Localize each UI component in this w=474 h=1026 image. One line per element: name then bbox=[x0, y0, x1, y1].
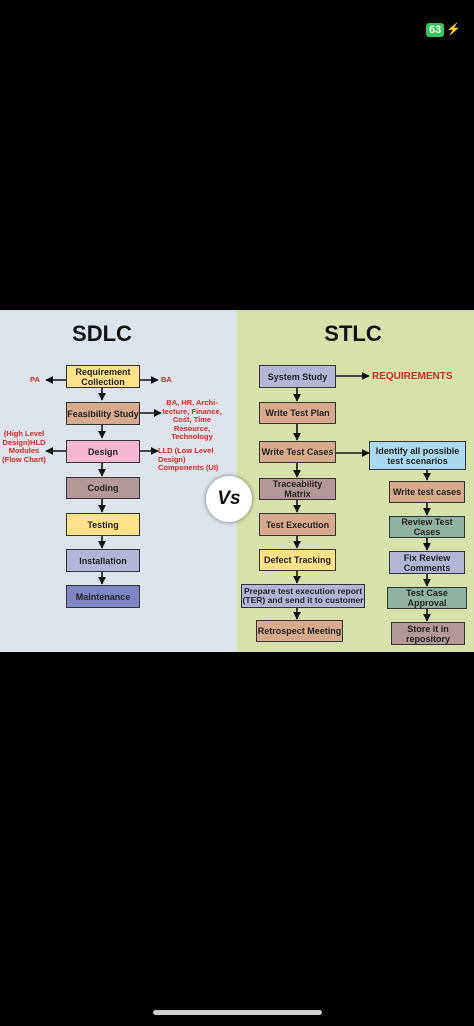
note-ba: BA bbox=[161, 375, 172, 384]
sdlc-title: SDLC bbox=[72, 321, 132, 346]
sdlc-step-design: Design bbox=[66, 440, 140, 463]
home-indicator[interactable] bbox=[153, 1010, 322, 1015]
sdlc-step-installation: Installation bbox=[66, 549, 140, 572]
note-lld: LLD (Low Level Design) Components (UI) bbox=[158, 446, 219, 472]
battery-indicator: 63 bbox=[426, 23, 445, 37]
stlc-step-defect-tracking: Defect Tracking bbox=[259, 549, 336, 571]
connector-arrows bbox=[45, 372, 431, 622]
note-feasibility: BA, HR, Archi-tecture, Finance, Cost, Ti… bbox=[162, 398, 222, 441]
stlc-step-prepare-ter: Prepare test execution report (TER) and … bbox=[241, 584, 365, 608]
stlc-step-traceability-matrix: Traceability Matrix bbox=[259, 478, 336, 500]
stlc-side-identify-scenarios: Identify all possible test scenarios bbox=[369, 441, 466, 470]
stlc-step-system-study: System Study bbox=[259, 365, 336, 388]
note-hld: (High Level Design)HLD Modules (Flow Cha… bbox=[2, 429, 46, 464]
stlc-step-write-test-cases: Write Test Cases bbox=[259, 441, 336, 463]
stlc-side-test-case-approval: Test Case Approval bbox=[387, 587, 467, 609]
sdlc-step-coding: Coding bbox=[66, 477, 140, 499]
stlc-step-test-execution: Test Execution bbox=[259, 513, 336, 536]
charging-icon: ⚡ bbox=[446, 22, 461, 36]
stlc-step-retrospect-meeting: Retrospect Meeting bbox=[256, 620, 343, 642]
sdlc-step-testing: Testing bbox=[66, 513, 140, 536]
sdlc-step-maintenance: Maintenance bbox=[66, 585, 140, 608]
stlc-side-fix-review-comments: Fix Review Comments bbox=[389, 551, 465, 574]
stlc-step-write-test-plan: Write Test Plan bbox=[259, 402, 336, 424]
stlc-side-review-test-cases: Review Test Cases bbox=[389, 516, 465, 538]
note-pa: PA bbox=[30, 375, 40, 384]
vs-badge: Vs bbox=[206, 476, 252, 522]
sdlc-vs-stlc-diagram: SDLC STLC Requirement Collection Feasibi… bbox=[0, 310, 474, 652]
requirements-label: REQUIREMENTS bbox=[372, 371, 453, 382]
stlc-side-store-repository: Store it in repository bbox=[391, 622, 465, 645]
stlc-side-write-test-cases: Write test cases bbox=[389, 481, 465, 503]
sdlc-step-requirement-collection: Requirement Collection bbox=[66, 365, 140, 388]
stlc-title: STLC bbox=[324, 321, 382, 346]
sdlc-step-feasibility-study: Feasibility Study bbox=[66, 402, 140, 425]
